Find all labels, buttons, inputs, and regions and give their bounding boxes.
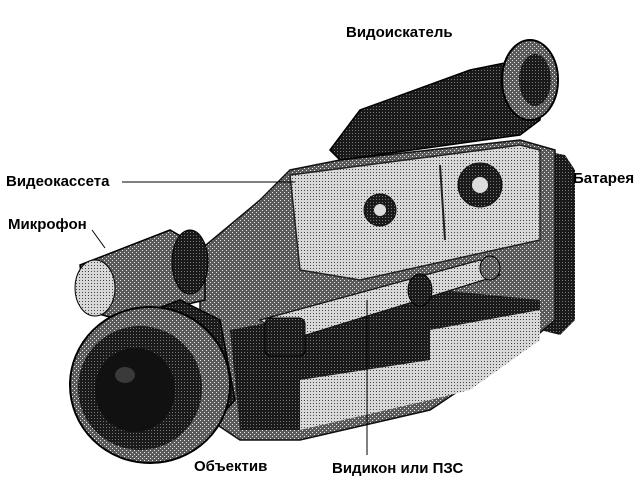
leader-line-microphone — [91, 229, 106, 249]
cassette-compartment — [289, 144, 541, 281]
label-lens: Объектив — [194, 458, 268, 475]
microphone — [74, 229, 209, 321]
label-cassette: Видеокассета — [6, 173, 110, 190]
label-viewfinder: Видоискатель — [346, 24, 453, 41]
leader-lines — [91, 181, 368, 455]
sensor-tube — [258, 255, 502, 357]
label-microphone: Микрофон — [8, 216, 87, 233]
label-battery: Батарея — [573, 170, 635, 187]
label-sensor: Видикон или ПЗС — [332, 460, 464, 477]
lens — [69, 299, 236, 464]
viewfinder — [329, 39, 559, 161]
